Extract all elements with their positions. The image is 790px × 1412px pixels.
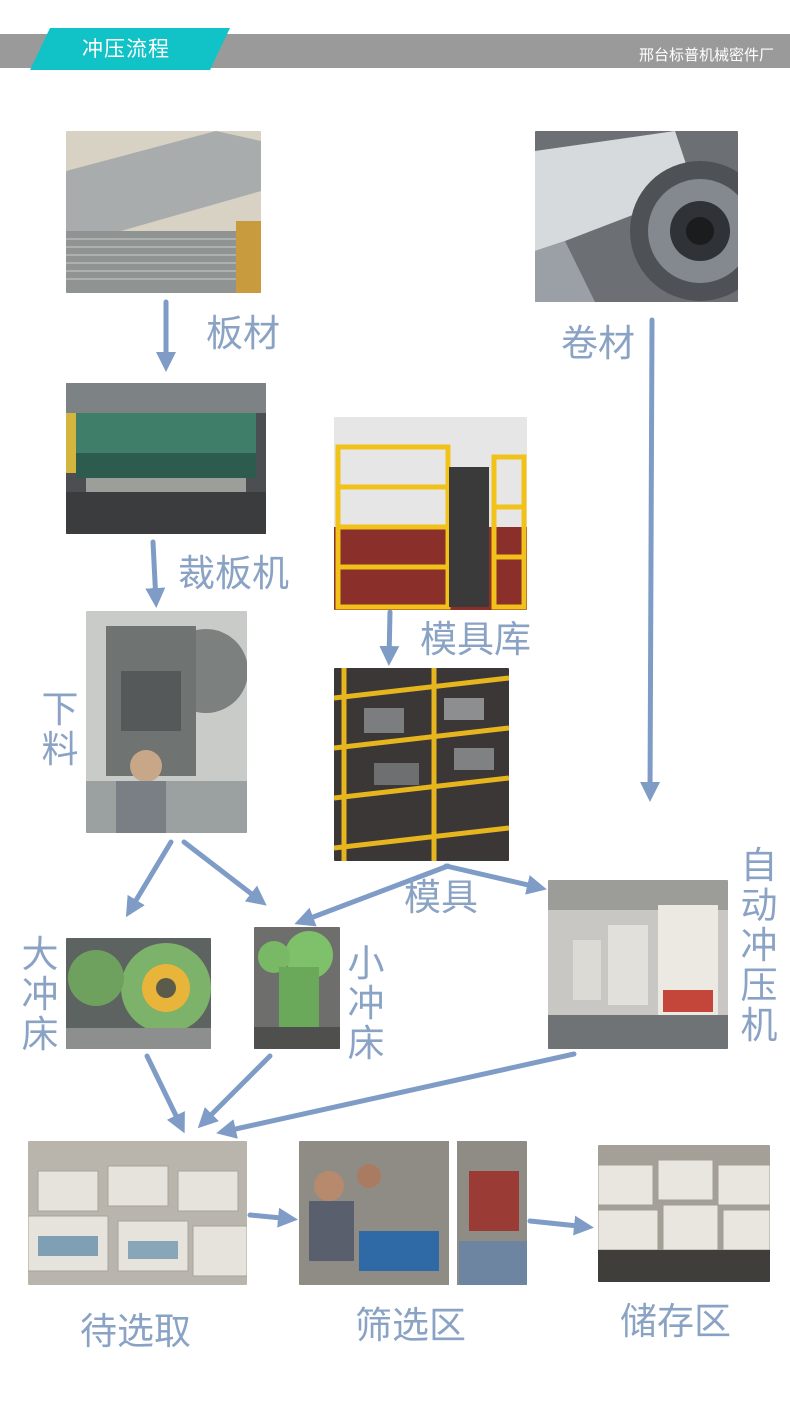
label-small-press: 小冲床 — [347, 942, 385, 1065]
arrow-small-to-waiting — [197, 1053, 273, 1129]
label-screening: 筛选区 — [355, 1304, 466, 1347]
arrow-mold-to-auto — [443, 863, 547, 895]
label-waiting: 待选取 — [80, 1310, 191, 1353]
label-coil: 卷材 — [561, 322, 635, 365]
coil-photo — [535, 131, 738, 302]
header-tab — [30, 28, 230, 70]
plate-photo — [66, 131, 261, 293]
arrow-coil-to-auto — [640, 317, 661, 802]
shear-photo — [66, 383, 266, 534]
storage-photo — [598, 1145, 770, 1282]
arrow-auto-to-waiting — [216, 1051, 577, 1139]
arrow-blank-to-big — [125, 839, 174, 918]
company-name: 邢台标普机械密件厂 — [638, 46, 774, 64]
big-press-photo — [66, 938, 211, 1049]
label-blanking: 下料 — [41, 688, 79, 771]
arrow-shear-to-blank — [145, 539, 166, 608]
arrow-moldstore-to-mold — [379, 609, 400, 666]
waiting-photo — [28, 1141, 247, 1285]
label-auto-press: 自动冲压机 — [740, 844, 778, 1047]
label-plate: 板材 — [206, 312, 280, 355]
arrow-screening-to-storage — [527, 1215, 594, 1236]
label-shear: 裁板机 — [178, 552, 289, 595]
arrow-mold-to-small — [294, 863, 451, 927]
arrow-blank-to-small — [181, 839, 267, 906]
blanking-photo — [86, 611, 247, 833]
auto-press-photo — [548, 880, 728, 1049]
mold-photo — [334, 668, 509, 861]
mold-storage-photo — [334, 417, 527, 610]
arrow-big-to-waiting — [144, 1053, 185, 1134]
screening-photo — [299, 1141, 527, 1285]
arrow-waiting-to-screening — [247, 1207, 298, 1228]
label-mold: 模具 — [404, 876, 478, 919]
header-title: 冲压流程 — [82, 37, 170, 61]
label-big-press: 大冲床 — [21, 933, 59, 1056]
label-mold-storage: 模具库 — [420, 618, 531, 661]
small-press-photo — [254, 927, 340, 1049]
label-storage: 储存区 — [620, 1300, 731, 1343]
